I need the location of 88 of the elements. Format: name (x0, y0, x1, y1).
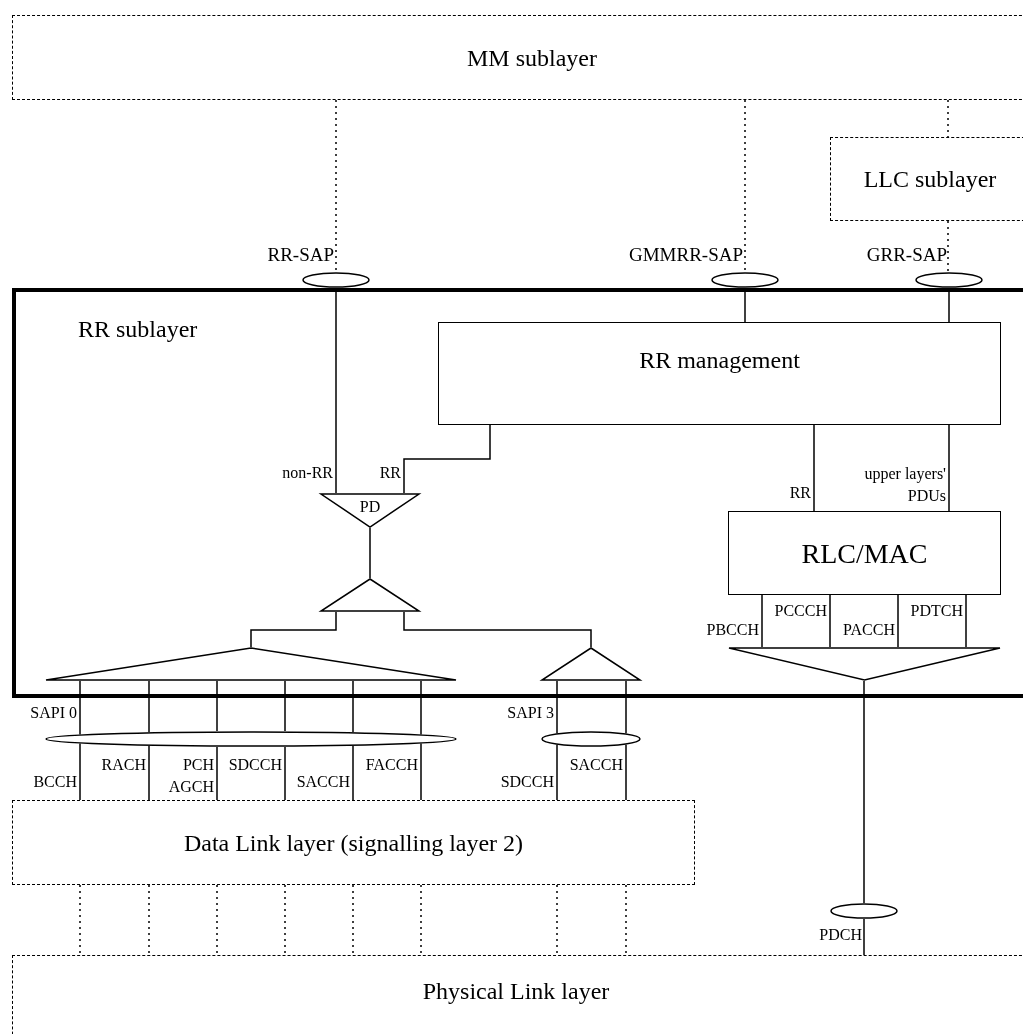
edge-label: FACCH (365, 755, 418, 775)
connector-line (897, 594, 899, 648)
layer-box (12, 800, 695, 885)
multiplexer-triangle (45, 647, 457, 681)
multiplexer-triangle (728, 647, 1001, 681)
node-label: PD (359, 497, 381, 517)
multiplexer-triangle (320, 493, 420, 528)
edge-label: PACCH (843, 620, 895, 640)
connector-line (403, 424, 491, 494)
edge-label: RR (789, 483, 811, 503)
sap-ellipse (45, 731, 457, 747)
sap-label: PDCH (819, 925, 862, 945)
edge-label: SDCCH (228, 755, 282, 775)
connector-line (863, 680, 865, 904)
edge-label: SDCCH (500, 772, 554, 792)
multiplexer-triangle (541, 647, 641, 681)
edge-label: RR (379, 463, 401, 483)
connector-line (284, 884, 286, 956)
connector-line (625, 680, 627, 735)
edge-label: PDTCH (910, 601, 963, 621)
connector-line (556, 884, 558, 956)
connector-line (948, 424, 950, 512)
node-label: Data Link layer (signalling layer 2) (183, 828, 524, 858)
sap-ellipse (915, 272, 983, 288)
connector-line (284, 680, 286, 732)
connector-line (250, 611, 337, 648)
connector-line (352, 745, 354, 801)
sublayer-frame (12, 288, 1023, 698)
connector-line (369, 527, 371, 579)
edge-label: upper layers' PDUs (863, 464, 946, 507)
connector-line (335, 99, 337, 273)
multiplexer-triangle (320, 578, 420, 612)
edge-label: RACH (101, 755, 146, 775)
edge-label: BCCH (33, 772, 77, 792)
connector-line (216, 884, 218, 956)
connector-line (625, 743, 627, 801)
connector-line (556, 744, 558, 801)
connector-line (625, 884, 627, 956)
process-box (728, 511, 1001, 595)
sap-ellipse (830, 903, 898, 919)
connector-line (863, 918, 865, 956)
edge-label: SACCH (569, 755, 623, 775)
connector-line (352, 680, 354, 733)
node-label: RR management (639, 346, 800, 375)
process-box (438, 322, 1001, 425)
sap-label: SAPI 3 (507, 703, 554, 723)
connector-line (148, 680, 150, 733)
connector-line (148, 884, 150, 956)
connector-line (813, 424, 815, 512)
node-label: LLC sublayer (863, 165, 997, 194)
sap-label: SAPI 0 (30, 703, 77, 723)
connector-line (965, 594, 967, 648)
connector-line (744, 99, 746, 273)
sap-ellipse (302, 272, 370, 288)
connector-line (216, 746, 218, 801)
node-label: RLC/MAC (801, 536, 928, 571)
connector-line (420, 742, 422, 801)
sublayer-box (830, 137, 1023, 221)
edge-label: PBCCH (706, 620, 759, 640)
connector-line (216, 680, 218, 732)
connector-line (947, 99, 949, 138)
connector-line (829, 594, 831, 648)
edge-label: PCH AGCH (167, 755, 214, 798)
connector-line (947, 220, 949, 273)
sap-ellipse (711, 272, 779, 288)
connector-line (352, 884, 354, 956)
node-label: RR sublayer (78, 315, 198, 344)
edge-label: PCCCH (774, 601, 827, 621)
connector-line (79, 884, 81, 956)
edge-label: SACCH (296, 772, 350, 792)
connector-line (761, 594, 763, 648)
connector-line (284, 746, 286, 801)
edge-label: non-RR (282, 463, 333, 483)
sap-ellipse (541, 731, 641, 747)
connector-line (148, 745, 150, 801)
sap-label: GRR-SAP (866, 243, 947, 267)
layer-box (12, 955, 1023, 1034)
connector-line (79, 742, 81, 801)
connector-line (556, 680, 558, 734)
connector-line (79, 680, 81, 736)
connector-line (403, 611, 592, 648)
connector-line (420, 884, 422, 956)
sap-label: RR-SAP (267, 243, 334, 267)
sap-label: GMMRR-SAP (628, 243, 743, 267)
node-label: Physical Link layer (422, 977, 610, 1006)
node-label: MM sublayer (467, 43, 597, 73)
connector-line (420, 680, 422, 736)
sublayer-box (12, 15, 1023, 100)
